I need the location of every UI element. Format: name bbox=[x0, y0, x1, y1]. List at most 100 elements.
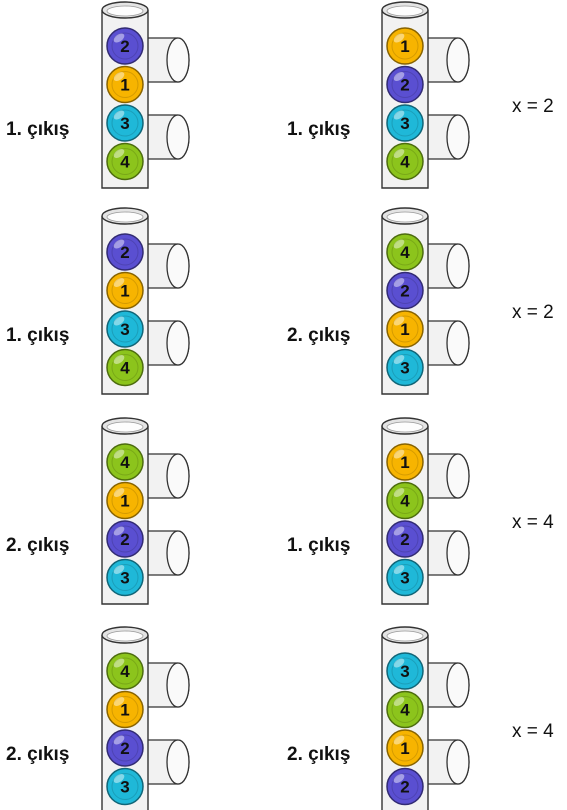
exit-label: 1. çıkış bbox=[6, 325, 69, 346]
outlet-opening bbox=[166, 530, 190, 576]
ball-3: 3 bbox=[106, 104, 144, 142]
ball-number: 1 bbox=[400, 739, 409, 758]
ball-1: 1 bbox=[106, 481, 144, 520]
tube-opening-inner bbox=[106, 630, 144, 642]
ball-4: 4 bbox=[386, 481, 424, 520]
ball-1: 1 bbox=[106, 690, 144, 729]
outlet-opening bbox=[446, 662, 470, 708]
ball-number: 2 bbox=[400, 530, 409, 549]
ball-number: 4 bbox=[120, 359, 130, 378]
ball-2: 2 bbox=[106, 520, 144, 558]
ball-number: 4 bbox=[400, 492, 410, 511]
ball-4: 4 bbox=[106, 652, 144, 690]
ball-number: 1 bbox=[400, 320, 409, 339]
tube-opening-inner bbox=[106, 211, 144, 223]
outlet-opening bbox=[166, 453, 190, 499]
ball-2: 2 bbox=[106, 27, 144, 65]
ball-stack: 4 2 1 3 bbox=[386, 233, 424, 387]
outlet-opening bbox=[446, 320, 470, 366]
ball-4: 4 bbox=[106, 443, 144, 481]
ball-number: 3 bbox=[120, 778, 129, 797]
tube-panel-right: 1 2 3 4 1. çıkış bbox=[287, 1, 470, 189]
tube-panel-right: 3 4 1 2 2. çıkış bbox=[287, 626, 470, 810]
tube-panel-left: 4 1 2 3 2. çıkış bbox=[6, 417, 190, 605]
ball-3: 3 bbox=[386, 652, 424, 690]
ball-1: 1 bbox=[386, 310, 424, 348]
ball-number: 2 bbox=[120, 37, 129, 56]
exit-label: 1. çıkış bbox=[287, 119, 350, 140]
diagram-row: 4 1 2 3 2. çıkış 3 4 1 2 2. çıkış x = 4 bbox=[6, 626, 554, 810]
ball-2: 2 bbox=[386, 65, 424, 104]
ball-1: 1 bbox=[106, 271, 144, 310]
tube-opening-inner bbox=[386, 421, 424, 433]
outlet-opening bbox=[166, 243, 190, 289]
ball-number: 1 bbox=[120, 701, 129, 720]
ball-4: 4 bbox=[106, 142, 144, 181]
tube-opening-inner bbox=[386, 630, 424, 642]
exit-label: 2. çıkış bbox=[287, 744, 350, 765]
outlet-opening bbox=[166, 739, 190, 785]
ball-stack: 3 4 1 2 bbox=[386, 652, 424, 806]
result-equation: x = 2 bbox=[512, 96, 554, 117]
tube-opening-inner bbox=[106, 5, 144, 17]
tube-panel-right: 1 4 2 3 1. çıkış bbox=[287, 417, 470, 605]
ball-number: 1 bbox=[120, 492, 129, 511]
ball-stack: 2 1 3 4 bbox=[106, 233, 144, 387]
ball-number: 4 bbox=[120, 662, 130, 681]
ball-3: 3 bbox=[386, 104, 424, 142]
ball-1: 1 bbox=[386, 27, 424, 65]
ball-number: 2 bbox=[120, 243, 129, 262]
diagram-row: 2 1 3 4 1. çıkış 1 2 3 4 1. çıkış x = 2 bbox=[6, 1, 554, 189]
ball-number: 4 bbox=[120, 153, 130, 172]
ball-number: 3 bbox=[400, 359, 409, 378]
ball-4: 4 bbox=[386, 233, 424, 271]
result-equation: x = 4 bbox=[512, 721, 554, 742]
tube-panel-left: 2 1 3 4 1. çıkış bbox=[6, 207, 190, 395]
ball-3: 3 bbox=[106, 310, 144, 348]
ball-number: 4 bbox=[400, 243, 410, 262]
ball-number: 1 bbox=[120, 76, 129, 95]
ball-number: 2 bbox=[400, 778, 409, 797]
ball-1: 1 bbox=[106, 65, 144, 104]
outlet-opening bbox=[166, 37, 190, 83]
ball-4: 4 bbox=[386, 690, 424, 729]
ball-number: 2 bbox=[400, 76, 409, 95]
tube-opening-inner bbox=[386, 5, 424, 17]
ball-number: 4 bbox=[400, 701, 410, 720]
ball-1: 1 bbox=[386, 443, 424, 481]
diagram-row: 2 1 3 4 1. çıkış 4 2 1 3 2. çıkış x = 2 bbox=[6, 207, 554, 395]
ball-1: 1 bbox=[386, 729, 424, 767]
outlet-opening bbox=[446, 739, 470, 785]
ball-stack: 1 2 3 4 bbox=[386, 27, 424, 181]
ball-number: 1 bbox=[400, 37, 409, 56]
ball-number: 3 bbox=[400, 114, 409, 133]
ball-3: 3 bbox=[106, 558, 144, 597]
outlet-opening bbox=[166, 320, 190, 366]
exit-label: 2. çıkış bbox=[6, 744, 69, 765]
tube-panel-left: 2 1 3 4 1. çıkış bbox=[6, 1, 190, 189]
outlet-opening bbox=[446, 530, 470, 576]
exit-label: 2. çıkış bbox=[287, 325, 350, 346]
ball-number: 2 bbox=[120, 530, 129, 549]
ball-number: 4 bbox=[400, 153, 410, 172]
outlet-opening bbox=[446, 243, 470, 289]
ball-stack: 2 1 3 4 bbox=[106, 27, 144, 181]
ball-number: 3 bbox=[400, 569, 409, 588]
exit-label: 1. çıkış bbox=[287, 535, 350, 556]
tube-opening-inner bbox=[106, 421, 144, 433]
ball-stack: 4 1 2 3 bbox=[106, 443, 144, 597]
ball-2: 2 bbox=[386, 520, 424, 558]
ball-number: 3 bbox=[120, 320, 129, 339]
tube-panel-left: 4 1 2 3 2. çıkış bbox=[6, 626, 190, 810]
ball-number: 3 bbox=[120, 114, 129, 133]
exit-label: 1. çıkış bbox=[6, 119, 69, 140]
tube-panel-right: 4 2 1 3 2. çıkış bbox=[287, 207, 470, 395]
ball-2: 2 bbox=[106, 729, 144, 767]
ball-number: 4 bbox=[120, 453, 130, 472]
result-equation: x = 2 bbox=[512, 302, 554, 323]
exit-label: 2. çıkış bbox=[6, 535, 69, 556]
ball-4: 4 bbox=[106, 348, 144, 387]
ball-number: 2 bbox=[400, 282, 409, 301]
